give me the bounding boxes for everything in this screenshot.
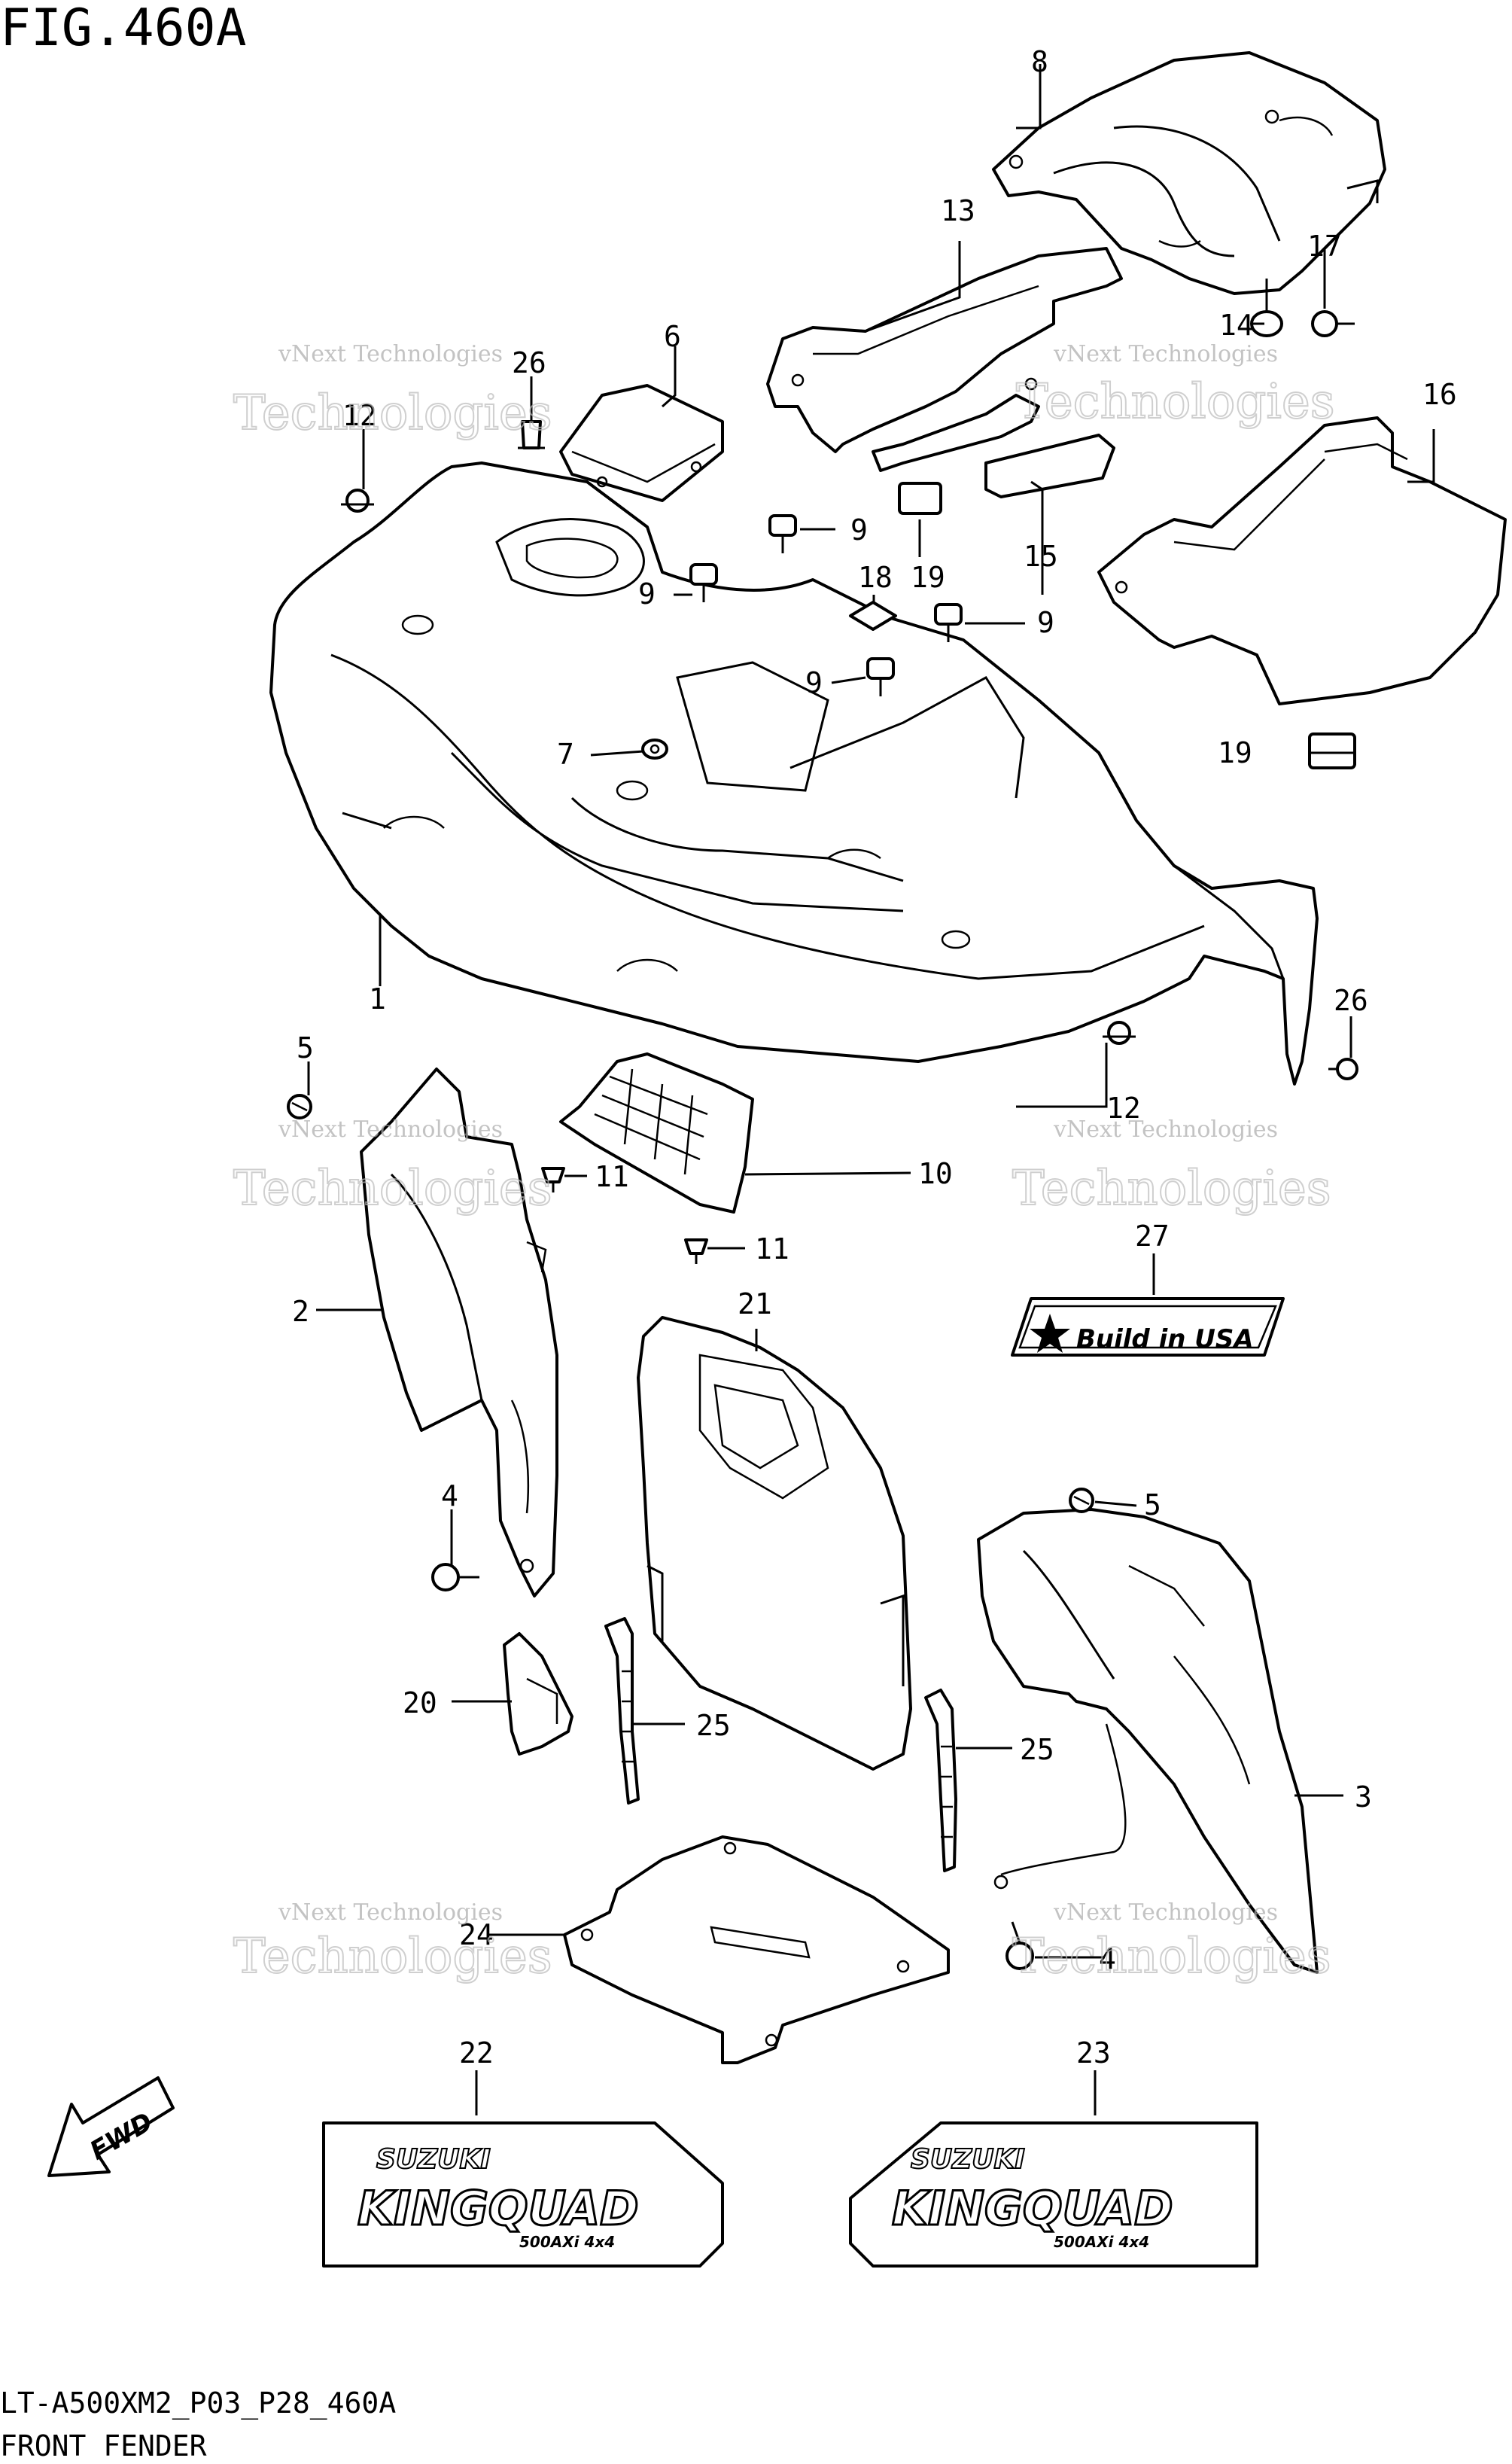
callout-4b: 4 [1099,1942,1116,1975]
leader-lines [307,64,1435,2115]
figure-name: FRONT FENDER [0,2429,207,2462]
svg-text:vNext Technologies: vNext Technologies [278,1899,503,1926]
model-left: KINGQUAD [357,2181,639,2236]
callout-5b: 5 [1144,1488,1161,1521]
svg-text:Technologies: Technologies [233,1929,552,1984]
callout-24: 24 [459,1918,494,1951]
callout-17: 17 [1307,230,1342,263]
part-27-decal-build-in-usa: Build in USA [1011,1297,1285,1357]
callout-12b: 12 [1106,1092,1141,1125]
callout-9d: 9 [805,666,823,699]
svg-text:Technologies: Technologies [233,385,552,441]
hardware-fasteners [287,279,1358,1970]
svg-text:Technologies: Technologies [233,1161,552,1217]
callout-11a: 11 [595,1160,629,1193]
part-13-bracket [766,247,1123,472]
callout-23: 23 [1076,2036,1111,2070]
callout-26a: 26 [512,346,546,379]
part-2-left-inner-fender [360,1068,558,1597]
part-21-side-panel [637,1316,912,1771]
fwd-arrow-icon: FWD [47,2076,175,2177]
part-6-cover-cap [559,384,724,502]
callout-13: 13 [941,194,975,227]
brand-left: SUZUKI [376,2144,491,2175]
callout-27: 27 [1135,1220,1170,1253]
part-10-vent-grille [559,1052,754,1214]
callout-25b: 25 [1020,1733,1054,1766]
part-19-pad-a [898,482,942,515]
build-in-usa-text: Build in USA [1076,1324,1254,1354]
watermarks: Technologies vNext Technologies Technolo… [233,341,1336,1985]
part-18-washer [849,601,897,631]
part-24-plate [563,1835,950,2064]
callout-1: 1 [369,982,386,1016]
callout-20: 20 [403,1686,437,1719]
part-22-decal-left: SUZUKI KINGQUAD 500AXi 4x4 [322,2121,724,2268]
callout-21: 21 [738,1287,772,1320]
svg-text:Technologies: Technologies [1012,1929,1331,1984]
callout-19b: 19 [1218,736,1252,769]
callout-4a: 4 [441,1479,458,1512]
svg-text:Technologies: Technologies [1016,374,1335,430]
callout-9a: 9 [638,577,656,611]
callout-25a: 25 [696,1709,731,1742]
part-1-front-fender [269,461,1319,1086]
callout-12a: 12 [342,399,377,432]
callout-26b: 26 [1334,984,1368,1017]
model-sub-right: 500AXi 4x4 [1054,2233,1149,2251]
callout-19a: 19 [911,561,945,594]
svg-text:vNext Technologies: vNext Technologies [278,341,503,367]
brand-right: SUZUKI [911,2144,1025,2175]
callout-9c: 9 [1037,606,1054,639]
part-25-cable-tie-left [604,1617,640,1805]
part-20-bracket [503,1632,573,1756]
callout-11b: 11 [755,1232,789,1266]
part-19-pad-b [1308,732,1356,769]
callout-6: 6 [664,320,681,353]
callout-2: 2 [292,1295,309,1328]
model-right: KINGQUAD [892,2181,1173,2236]
svg-text:Technologies: Technologies [1012,1161,1331,1217]
svg-text:vNext Technologies: vNext Technologies [278,1116,503,1143]
callout-8: 8 [1031,45,1048,78]
figure-title: FIG.460A [0,0,247,58]
part-23-decal-right: SUZUKI KINGQUAD 500AXi 4x4 [849,2121,1258,2268]
callout-3: 3 [1355,1780,1372,1814]
svg-text:vNext Technologies: vNext Technologies [1053,1899,1278,1926]
part-15-pad [984,434,1115,498]
callout-5a: 5 [297,1031,314,1064]
callout-22: 22 [459,2036,494,2070]
callout-10: 10 [918,1157,953,1190]
part-16-side-panel [1097,416,1507,705]
figure-code: LT-A500XM2_P03_P28_460A [0,2386,396,2420]
callout-14: 14 [1219,309,1254,342]
part-25-cable-tie-right [924,1689,957,1872]
callout-7: 7 [557,738,574,771]
callout-9b: 9 [850,513,868,547]
callout-15: 15 [1024,540,1058,573]
svg-text:vNext Technologies: vNext Technologies [1053,1116,1278,1143]
part-3-right-inner-fender [977,1508,1319,1974]
callout-16: 16 [1422,378,1457,411]
callout-18: 18 [858,561,893,594]
model-sub-left: 500AXi 4x4 [519,2233,615,2251]
callout-numbers: 1 2 3 4 4 5 5 6 7 8 9 9 9 9 10 11 11 12 … [292,45,1457,2070]
svg-text:vNext Technologies: vNext Technologies [1053,341,1278,367]
